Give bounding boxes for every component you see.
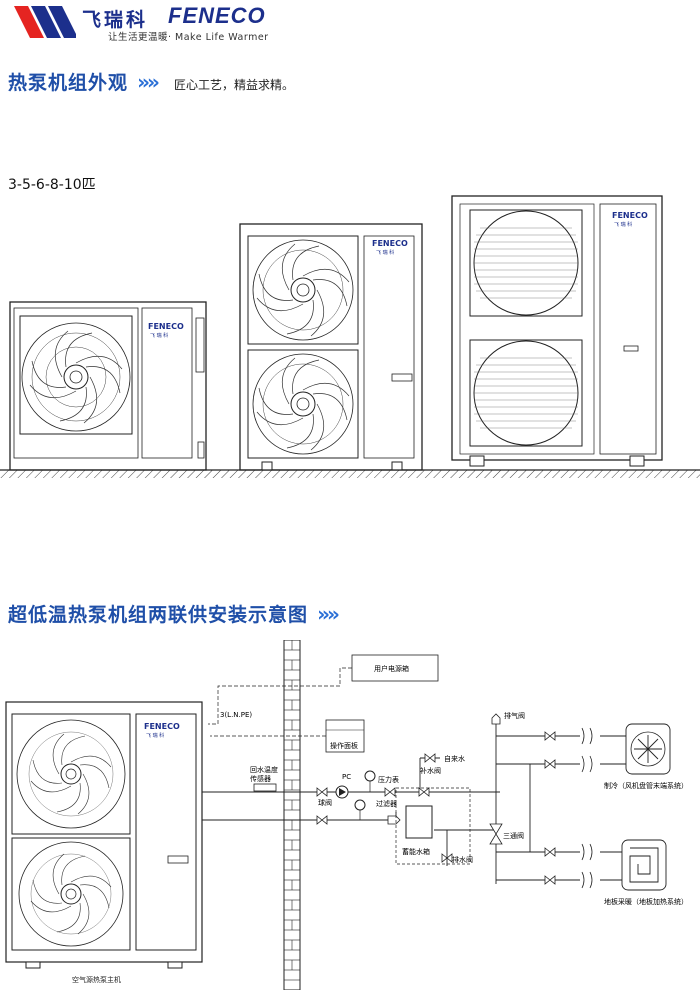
brand-logo-stripes-icon [14, 6, 76, 38]
thermometer-icon [354, 799, 366, 811]
unit-medium-logo: FENECO [372, 239, 408, 248]
filter-icon [387, 815, 401, 825]
filter-label: 过滤器 [376, 799, 397, 808]
cooling-label: 制冷（风机盘管末端系统） [604, 781, 688, 790]
tank [405, 805, 433, 839]
pump-label: PC [342, 773, 351, 781]
host-unit: FENECO 飞 瑞 科 空气源热泵主机 [5, 701, 203, 984]
double-chevron-icon: »» [317, 602, 340, 626]
pressure-gauge-label: 压力表 [378, 775, 399, 784]
three-way-valve-icon [489, 823, 503, 835]
tank-enclosure [395, 787, 471, 865]
unit-large: FENECO 飞 瑞 科 [451, 195, 663, 467]
brand-slogan: 让生活更温暖· Make Life Warmer [108, 32, 269, 43]
floor-heating-label: 地板采暖（地板加热系统） [604, 897, 688, 906]
valve-group [316, 731, 556, 885]
section1-heading: 热泵机组外观 »» 匠心工艺，精益求精。 [8, 68, 294, 95]
ball-valve-label: 球阀 [318, 798, 332, 807]
unit-small-logo: FENECO [148, 322, 184, 331]
header: 飞瑞科 FENECO 让生活更温暖· Make Life Warmer [0, 0, 700, 50]
power-box [351, 654, 439, 682]
section1-subtitle: 匠心工艺，精益求精。 [174, 78, 295, 92]
double-chevron-icon: »» [137, 70, 160, 94]
vent-valve-label: 排气阀 [504, 711, 525, 720]
unit-small-logo-cn: 飞 瑞 科 [150, 332, 168, 339]
brand-name-cn: 飞瑞科 [82, 9, 149, 31]
brand-name-en: FENECO [168, 3, 266, 28]
make-up-valve-label: 补水阀 [420, 766, 441, 775]
host-label: 空气源热泵主机 [72, 975, 121, 984]
floor-heating-coil [621, 839, 667, 891]
return-sensor-label-2: 传感器 [250, 774, 271, 783]
model-range: 3-5-6-8-10匹 [8, 177, 96, 193]
wiring-label: 3(L.N.PE) [220, 711, 252, 719]
unit-large-logo-cn: 飞 瑞 科 [614, 221, 632, 228]
return-sensor [253, 783, 277, 792]
wall [283, 640, 301, 990]
section1-title: 热泵机组外观 [8, 72, 129, 94]
pipes [202, 724, 626, 884]
installation-diagram: FENECO 飞 瑞 科 空气源热泵主机 [5, 640, 688, 990]
unit-small: FENECO 飞 瑞 科 [9, 301, 207, 471]
unit-medium-logo-cn: 飞 瑞 科 [376, 249, 394, 256]
control-panel [325, 719, 365, 753]
control-panel-label: 操作面板 [330, 741, 358, 750]
pressure-gauge-icon [364, 770, 376, 782]
host-logo: FENECO [144, 722, 180, 731]
tap-water-label: 自来水 [444, 754, 465, 763]
section2-title: 超低温热泵机组两联供安装示意图 [8, 604, 309, 626]
return-sensor-label-1: 回水温度 [250, 765, 278, 774]
vent-valve-icon [491, 713, 501, 725]
three-way-label: 三通阀 [503, 831, 524, 840]
tank-label: 蓄能水箱 [402, 847, 430, 856]
power-wire [208, 667, 352, 725]
ground-hatch [0, 470, 700, 478]
host-logo-cn: 飞 瑞 科 [146, 732, 164, 739]
power-box-label: 用户电源箱 [374, 664, 409, 673]
section2-heading: 超低温热泵机组两联供安装示意图 »» [8, 600, 340, 627]
units-illustration: FENECO 飞 瑞 科 FENECO 飞 瑞 科 [0, 195, 700, 478]
fan-coil-unit [625, 723, 671, 775]
unit-large-logo: FENECO [612, 211, 648, 220]
drain-valve-label: 排水阀 [452, 855, 473, 864]
unit-medium: FENECO 飞 瑞 科 [239, 223, 423, 471]
